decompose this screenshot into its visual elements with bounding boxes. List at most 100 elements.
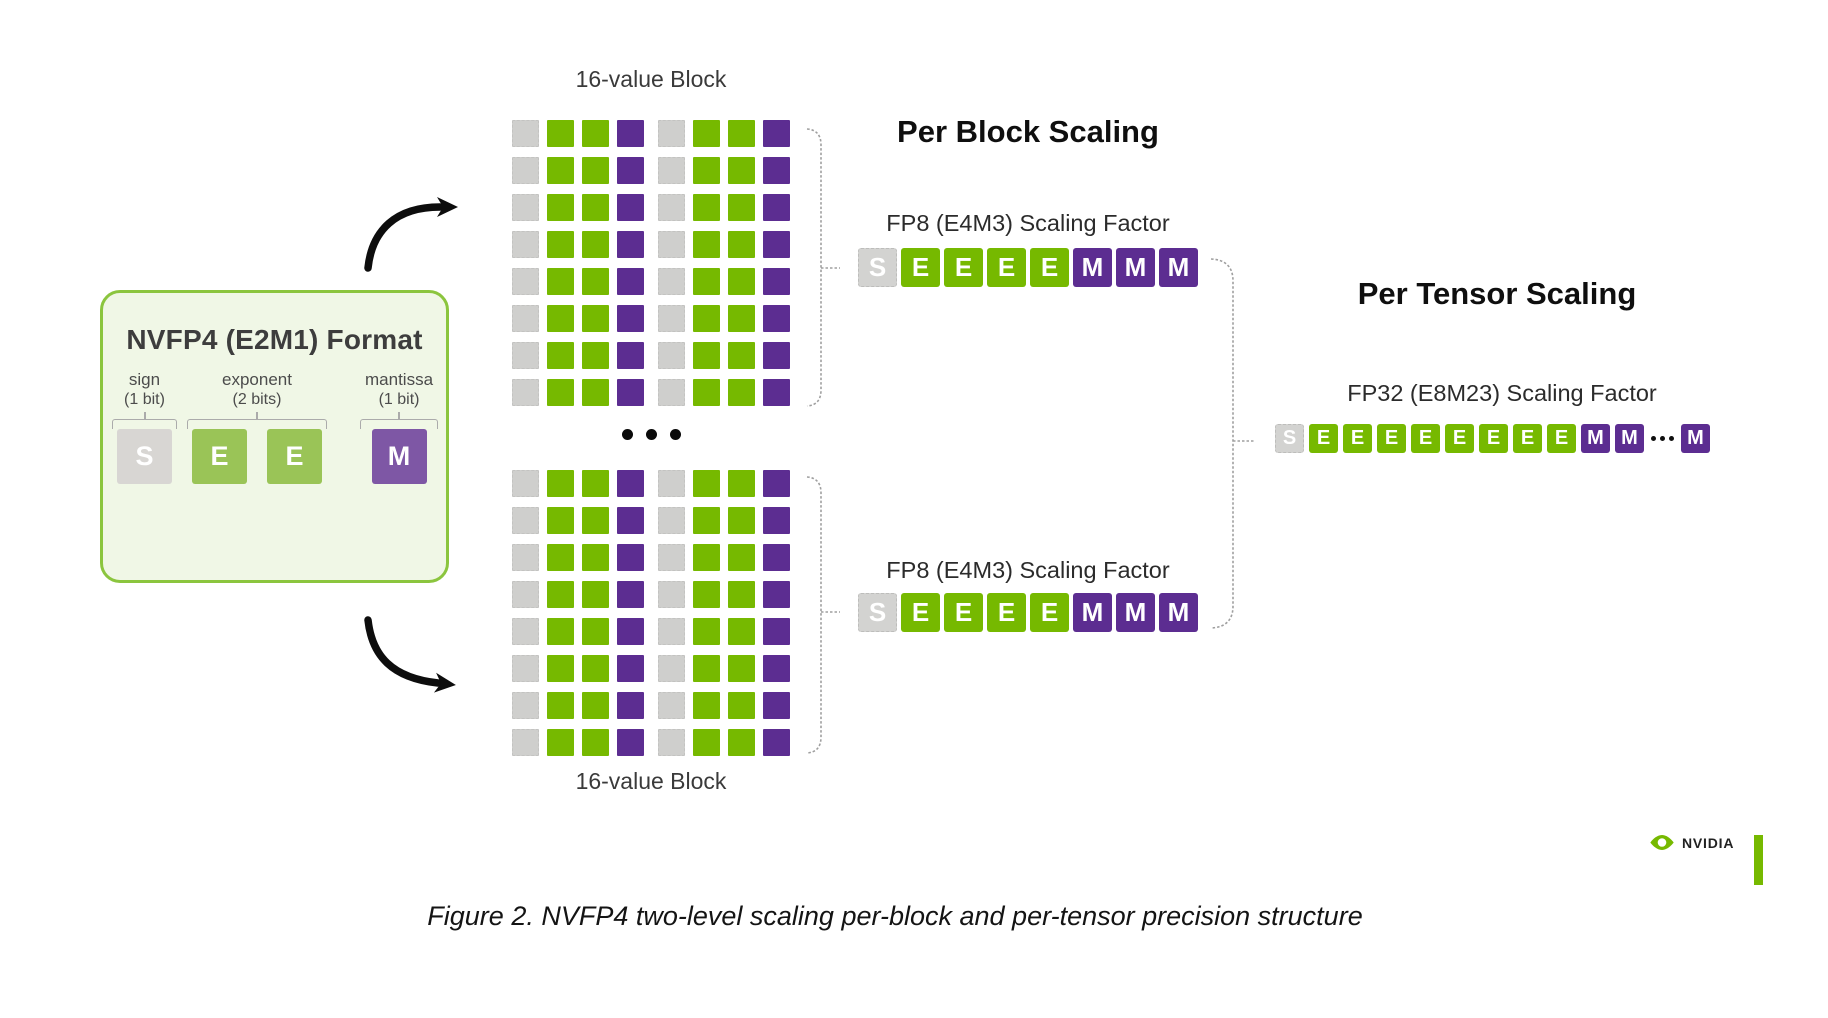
bracket-top-block (806, 128, 840, 407)
field-bracket (187, 419, 327, 429)
block-cell-e (728, 194, 755, 221)
block-cell-e (693, 618, 720, 645)
block-cell-s (512, 581, 539, 608)
format-bit-cell-m: M (371, 429, 427, 484)
block-cell-s (658, 194, 685, 221)
block-cell-e (547, 470, 574, 497)
block-cell-e (547, 655, 574, 682)
block-cell-s (658, 342, 685, 369)
block-cell-e (582, 729, 609, 756)
block-cell-e (728, 655, 755, 682)
field-sublabel: (2 bits) (232, 391, 282, 408)
block-cell-e (693, 655, 720, 682)
block-cell-s (658, 544, 685, 571)
block-cell-e (582, 470, 609, 497)
block-cell-m (617, 544, 644, 571)
block-row (512, 379, 790, 406)
field-tick (256, 412, 258, 419)
format-field-mantissa: mantissa(1 bit)M (360, 370, 439, 484)
bit-cell-m: M (1681, 424, 1710, 453)
arrow-top (364, 197, 458, 272)
block-row (512, 194, 790, 221)
block-cell-e (582, 194, 609, 221)
bit-cell-s: S (858, 248, 897, 287)
bit-cell-m: M (1116, 593, 1155, 632)
block-cell-s (658, 120, 685, 147)
block-cell-s (512, 268, 539, 295)
block-cell-s (512, 342, 539, 369)
block-cell-e (693, 470, 720, 497)
block-cell-m (763, 157, 790, 184)
block-cell-s (512, 729, 539, 756)
block-cell-e (582, 692, 609, 719)
block-cell-s (658, 655, 685, 682)
block-cell-m (617, 618, 644, 645)
block-cell-e (547, 379, 574, 406)
block-cell-m (617, 305, 644, 332)
bit-cell-e: E (987, 248, 1026, 287)
block-row (512, 581, 790, 608)
bit-cell-e: E (1513, 424, 1542, 453)
block-cell-m (763, 470, 790, 497)
block-cell-m (763, 544, 790, 571)
block-cell-m (763, 618, 790, 645)
bit-cell-e: E (1445, 424, 1474, 453)
block-row (512, 507, 790, 534)
field-label: exponent (222, 370, 292, 389)
block-cell-m (617, 157, 644, 184)
block-cell-e (693, 268, 720, 295)
bit-cell-e: E (1309, 424, 1338, 453)
bit-cell-e: E (1479, 424, 1508, 453)
bit-cell-e: E (1343, 424, 1372, 453)
field-bracket (112, 419, 177, 429)
block-cell-e (693, 194, 720, 221)
field-bits: S (117, 429, 172, 484)
top-value-block-grid (512, 120, 790, 416)
block-cell-m (763, 268, 790, 295)
block-cell-s (658, 157, 685, 184)
block-cell-e (728, 692, 755, 719)
block-cell-e (693, 120, 720, 147)
bit-cell-m: M (1615, 424, 1644, 453)
block-cell-e (693, 692, 720, 719)
block-cell-e (693, 305, 720, 332)
block-cell-s (512, 507, 539, 534)
block-cell-e (693, 157, 720, 184)
block-cell-m (617, 507, 644, 534)
block-cell-m (617, 655, 644, 682)
block-cell-e (582, 507, 609, 534)
block-cell-m (617, 729, 644, 756)
block-cell-m (763, 379, 790, 406)
block-cell-s (512, 120, 539, 147)
block-cell-e (547, 305, 574, 332)
block-cell-s (658, 231, 685, 258)
block-cell-e (582, 231, 609, 258)
bit-cell-m: M (1159, 248, 1198, 287)
block-cell-e (693, 231, 720, 258)
field-label: mantissa (365, 370, 434, 389)
block-cell-s (512, 692, 539, 719)
block-cell-e (547, 268, 574, 295)
ellipsis-dots (1649, 436, 1676, 441)
block-row (512, 470, 790, 497)
block-row (512, 342, 790, 369)
block-cell-e (547, 342, 574, 369)
block-cell-e (728, 544, 755, 571)
block-cell-e (547, 692, 574, 719)
block-cell-e (728, 581, 755, 608)
block-cell-s (512, 157, 539, 184)
bit-cell-e: E (944, 593, 983, 632)
format-box-title: NVFP4 (E2M1) Format (126, 324, 423, 355)
block-cell-m (617, 120, 644, 147)
block-cell-e (582, 157, 609, 184)
format-field-sign: sign(1 bit)S (112, 370, 177, 484)
block-cell-e (728, 342, 755, 369)
format-bit-cell-e: E (192, 429, 247, 484)
field-sublabel: (1 bit) (124, 391, 165, 408)
block-cell-e (582, 581, 609, 608)
block-cell-e (728, 157, 755, 184)
block-cell-e (582, 379, 609, 406)
bit-cell-e: E (1411, 424, 1440, 453)
